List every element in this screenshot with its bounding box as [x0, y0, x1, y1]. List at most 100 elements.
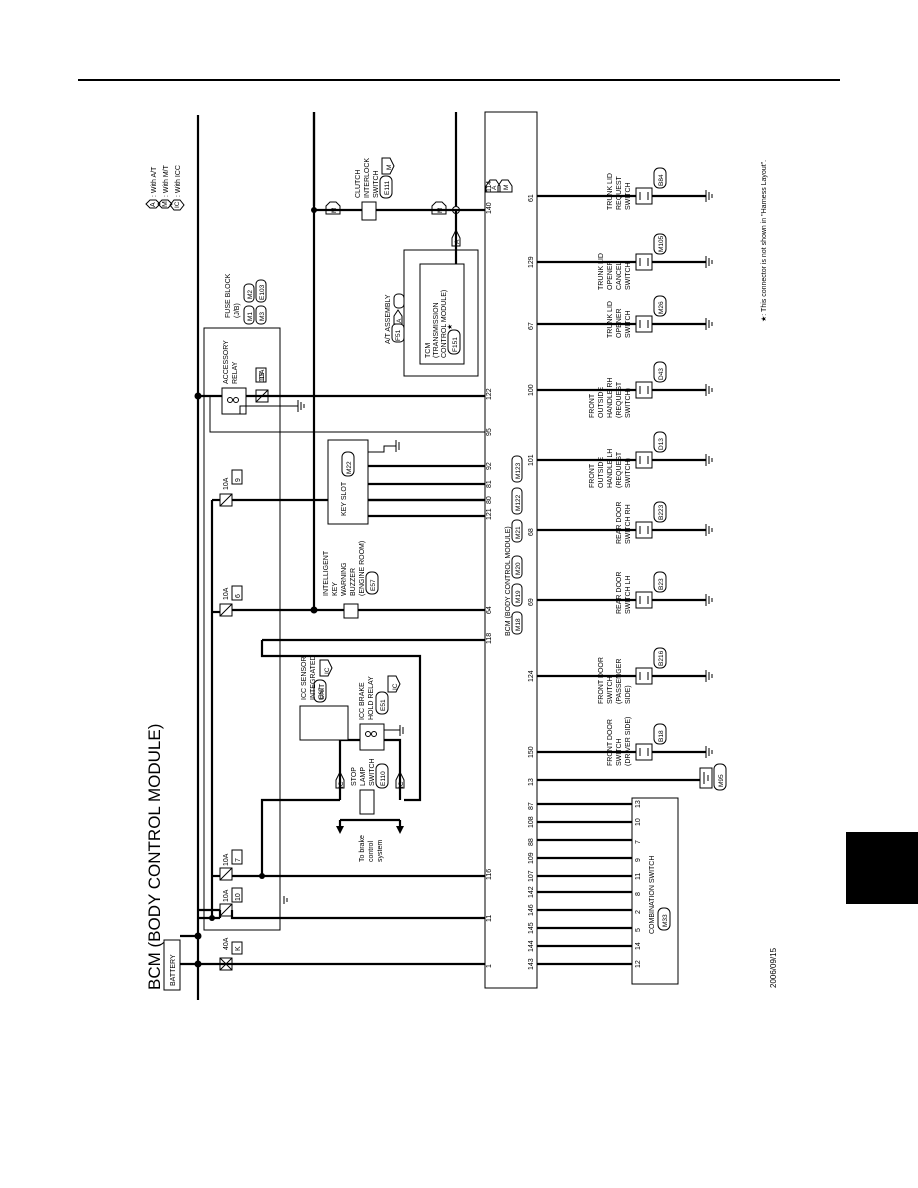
intelligent-key-warning-buzzer: INTELLIGENT KEY WARNING BUZZER (ENGINE R…: [323, 541, 379, 619]
switch-label: REAR DOOR: [616, 502, 623, 544]
switch-connector: M26: [658, 301, 665, 314]
clutch-interlock-switch: CLUTCH INTERLOCK SWITCH E111 M: [355, 157, 395, 221]
svg-text:A: A: [454, 239, 461, 244]
svg-text:40A: 40A: [223, 937, 230, 950]
switch-label: HANDLE RH: [607, 378, 614, 418]
bcm-pin-label: 11: [486, 915, 493, 922]
svg-text:STOP: STOP: [351, 767, 358, 786]
ground-symbol: [297, 400, 305, 412]
combo-pin-label: 14: [635, 942, 642, 950]
switch-label: (REQUEST: [616, 381, 623, 418]
svg-text:IC: IC: [324, 667, 331, 674]
bcm-pin-label: 69: [528, 598, 535, 606]
code-a-label: A: [491, 185, 498, 190]
svg-text:M18: M18: [515, 618, 522, 631]
svg-text:M20: M20: [515, 562, 522, 575]
svg-text:6: 6: [235, 594, 242, 598]
footnote: ★: This connector is not shown in "Harne…: [760, 160, 768, 322]
switch-label: SIDE): [625, 685, 632, 704]
switch-label: REAR DOOR: [616, 572, 623, 614]
combo-pin-label: 9: [635, 858, 642, 862]
svg-text:10: 10: [235, 893, 242, 901]
switch-label: CANCEL: [616, 261, 623, 290]
switch-label: OUTSIDE: [598, 387, 605, 418]
switch-label: SWITCH): [625, 458, 632, 488]
svg-text:WARNING: WARNING: [341, 562, 348, 596]
svg-text:M2: M2: [247, 290, 254, 299]
svg-text:INTERLOCK: INTERLOCK: [364, 158, 371, 198]
combo-pin-label: 8: [635, 892, 642, 896]
svg-text:M122: M122: [515, 494, 522, 511]
stop-lamp-switch: STOP LAMP SWITCH E110: [351, 758, 389, 815]
svg-text:HOLD RELAY: HOLD RELAY: [368, 676, 375, 720]
switch-label: TRUNK LID: [607, 301, 614, 338]
svg-text:INTELLIGENT: INTELLIGENT: [323, 550, 330, 596]
legend-a: A : With A/T: [145, 166, 161, 209]
bcm-pin-label: 140: [486, 202, 493, 214]
svg-text:E103: E103: [259, 284, 266, 300]
svg-text:IC: IC: [398, 781, 405, 788]
code-a-marker: [485, 179, 501, 193]
svg-text:M1: M1: [247, 312, 254, 321]
fuse-10a-6: 10A 6: [219, 585, 243, 617]
svg-text:M95: M95: [718, 774, 725, 787]
switch-label: FRONT DOOR: [607, 719, 614, 766]
combo-pin-label: 5: [635, 928, 642, 932]
legend-m: M : With M/T: [157, 164, 173, 209]
icc-sensor-integrated-unit: ICC SENSOR INTEGRATED UNIT E67 IC: [299, 655, 349, 741]
svg-text:9: 9: [235, 478, 242, 482]
svg-text:7: 7: [235, 858, 242, 862]
svg-text:10A: 10A: [259, 369, 266, 382]
svg-text:: With M/T: : With M/T: [163, 164, 170, 197]
svg-text:KEY: KEY: [332, 582, 339, 596]
combo-pin-label: 13: [635, 800, 642, 808]
bcm-pin-label: 68: [528, 528, 535, 536]
ground-symbol: [283, 896, 288, 904]
switch-label: SWITCH: [625, 310, 632, 338]
svg-text:E51: E51: [380, 699, 387, 711]
svg-text:BATTERY: BATTERY: [170, 954, 177, 986]
svg-text:10A: 10A: [223, 587, 230, 600]
switch-label: SWITCH: [625, 182, 632, 210]
svg-text:ICC BRAKE: ICC BRAKE: [359, 682, 366, 720]
svg-text:10A: 10A: [223, 889, 230, 902]
switch-label: TRUNK LID: [607, 173, 614, 210]
switch-connector: D13: [658, 438, 665, 450]
svg-text:E67: E67: [318, 687, 325, 699]
bcm-pin-label: 87: [528, 802, 535, 810]
switch-connector: B84: [658, 174, 665, 186]
bcm-pin-label: 124: [528, 670, 535, 682]
svg-text:A: A: [396, 318, 403, 323]
combo-pin-label: 10: [635, 818, 642, 826]
svg-text:M3: M3: [259, 312, 266, 321]
svg-text:E110: E110: [380, 771, 387, 786]
switch-connector: B216: [658, 650, 665, 666]
bcm-pin-label: 61: [528, 194, 535, 202]
svg-text:10A: 10A: [223, 477, 230, 490]
svg-text:A: A: [150, 202, 157, 207]
svg-text:IC: IC: [174, 201, 181, 208]
svg-text:F51: F51: [395, 329, 402, 341]
bcm-pin-label: 150: [528, 746, 535, 758]
svg-text:(TRANSMISSION: (TRANSMISSION: [433, 302, 440, 358]
bcm-module: BCM (BODY CONTROL MODULE) M18 M19 M20 M2…: [484, 111, 538, 989]
fuse-10a-9: 10A 9: [219, 469, 243, 507]
svg-text:M: M: [386, 165, 393, 170]
bcm-pin-label: 108: [528, 816, 535, 828]
code-m-label: M: [503, 185, 510, 190]
code-m-marker: [497, 179, 513, 193]
svg-text:COMBINATION SWITCH: COMBINATION SWITCH: [649, 856, 656, 934]
fuse-block-connectors: M1 M2 M3 E103: [243, 279, 267, 325]
bcm-pin-label: 114: [486, 181, 493, 192]
svg-text:M22: M22: [346, 461, 353, 474]
svg-text:SWITCH: SWITCH: [373, 170, 380, 198]
switch-label: (PASSENGER: [616, 659, 623, 704]
svg-text:To brake: To brake: [359, 835, 366, 862]
